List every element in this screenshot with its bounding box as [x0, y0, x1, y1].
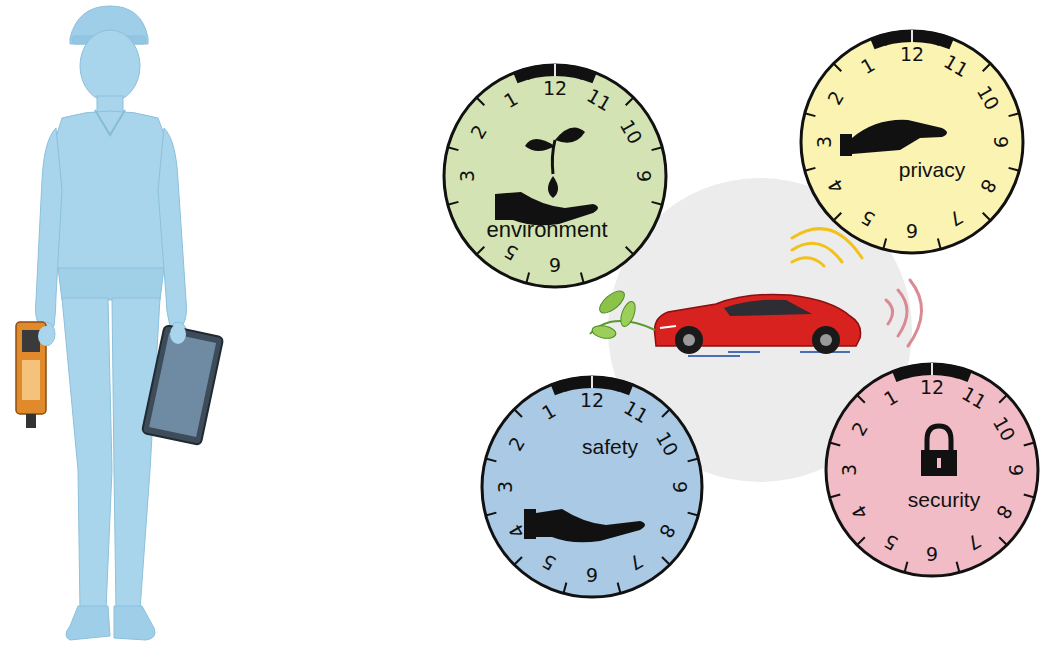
dial-tick: [688, 459, 699, 462]
dial-outline: [801, 31, 1023, 253]
dial-icon: [840, 134, 852, 156]
dial-outline: [444, 65, 666, 287]
dial-tick: [938, 35, 941, 46]
dial-tick: [905, 562, 908, 573]
dial-number: 9: [1006, 464, 1025, 476]
dial-tick: [834, 64, 842, 72]
dial-label: security: [908, 488, 980, 511]
dial-icon: [525, 139, 555, 151]
dial-tick: [957, 562, 960, 573]
dial-number: 9: [991, 136, 1010, 148]
dial-tick: [805, 168, 816, 171]
dial-outline: [826, 364, 1038, 576]
dial-notch: [931, 363, 933, 375]
dial-tick: [938, 239, 941, 250]
dial-tick: [857, 395, 865, 403]
dial-icon: [555, 128, 585, 143]
dial-tick: [581, 69, 584, 80]
dial-icon: [927, 426, 951, 450]
dial-notch: [554, 64, 556, 76]
dial-tick: [983, 64, 991, 72]
dial-number: 9: [670, 481, 689, 493]
dial-icon: [852, 120, 947, 154]
dial-number: 3: [458, 170, 477, 182]
dial-tick: [857, 537, 865, 545]
dial-number: 9: [634, 170, 653, 182]
dial-number: 12: [920, 378, 944, 397]
car: [655, 294, 861, 356]
dial-tick: [618, 381, 621, 392]
dial-tick: [662, 557, 670, 565]
dial-tick: [448, 202, 459, 205]
dial-notch: [911, 30, 913, 42]
dial-tick: [805, 113, 816, 116]
dial-number: 12: [543, 79, 567, 98]
dial-icon: [524, 509, 536, 539]
dial-tick: [957, 368, 960, 379]
dial-tick: [486, 513, 497, 516]
measuring-device: [16, 322, 54, 428]
dial-number: 3: [815, 136, 834, 148]
dial-tick: [448, 147, 459, 150]
dial-tick: [1024, 495, 1035, 498]
dial-tick: [905, 368, 908, 379]
dial-number: 3: [496, 481, 515, 493]
dial-icon: [921, 450, 957, 476]
dial-icon: [937, 458, 941, 468]
dial-number: 6: [549, 255, 561, 274]
dial-tick: [581, 273, 584, 284]
dial-tick: [688, 513, 699, 516]
dial-tick: [834, 213, 842, 221]
dial-tick: [618, 583, 621, 594]
dial-tick: [486, 459, 497, 462]
dial-number: 12: [900, 45, 924, 64]
dial-icon: [548, 176, 558, 198]
dial-tick: [830, 443, 841, 446]
dial-tick: [830, 495, 841, 498]
dial-number: 3: [840, 464, 859, 476]
hand: [170, 324, 186, 344]
dial-tick: [1024, 443, 1035, 446]
dial-tick: [526, 273, 529, 284]
dial-tick: [626, 98, 634, 106]
dial-tick: [1009, 113, 1020, 116]
dial-tick: [1009, 168, 1020, 171]
dial-tick: [526, 69, 529, 80]
dial-tick: [514, 409, 522, 417]
dial-tick: [564, 381, 567, 392]
dial-tick: [652, 147, 663, 150]
dial-label: environment: [486, 218, 607, 242]
signal-waves: [792, 229, 922, 346]
dial-number: 6: [906, 221, 918, 240]
dial-number: 6: [926, 544, 938, 563]
sprout: [590, 287, 655, 340]
dial-tick: [662, 409, 670, 417]
dial-tick: [652, 202, 663, 205]
dial-number: 6: [586, 565, 598, 584]
dial-tick: [999, 395, 1007, 403]
dial-label: safety: [582, 435, 638, 458]
dial-tick: [626, 247, 634, 255]
dial-notch: [591, 376, 593, 388]
dial-tick: [983, 213, 991, 221]
dial-icon: [536, 509, 645, 542]
dial-tick: [477, 98, 485, 106]
dial-tick: [883, 35, 886, 46]
dial-outline: [482, 377, 702, 597]
dial-number: 12: [580, 391, 604, 410]
dial-tick: [564, 583, 567, 594]
dial-tick: [514, 557, 522, 565]
tablet: [142, 325, 224, 445]
dial-tick: [477, 247, 485, 255]
dial-tick: [883, 239, 886, 250]
dial-label: privacy: [899, 158, 966, 181]
person-figure: [36, 6, 188, 640]
dial-tick: [999, 537, 1007, 545]
